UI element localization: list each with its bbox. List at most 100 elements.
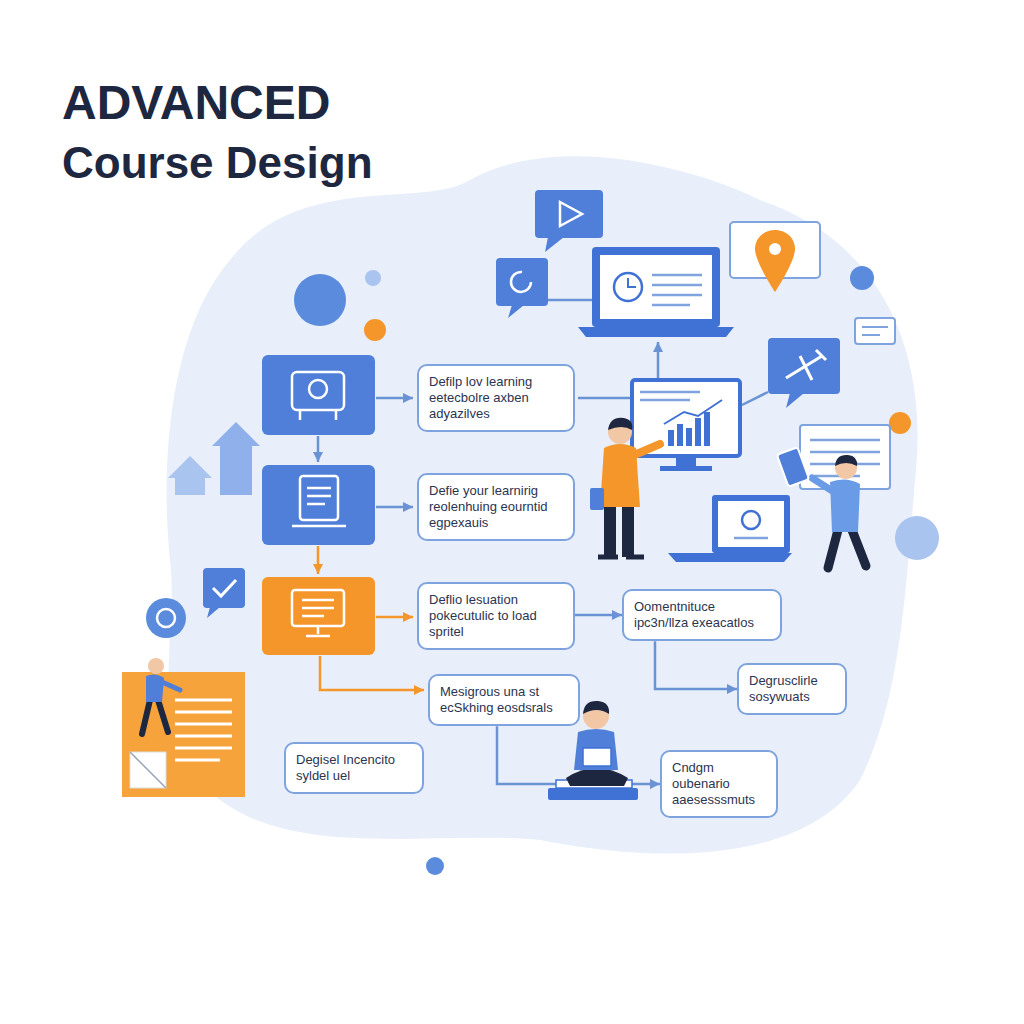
icon-glyph: [300, 410, 336, 420]
step-icon: [262, 577, 375, 655]
monitor-stand: [660, 466, 712, 471]
box-text: Degisel Incencito syldel uel: [296, 752, 412, 785]
person: [604, 505, 616, 557]
location-pin: [769, 243, 781, 255]
icon-glyph: [292, 488, 346, 526]
growth-arrow: [168, 456, 212, 495]
box-text: Oomentnituce ipc3n/llza exeacatlos: [634, 599, 770, 632]
person: [146, 674, 164, 702]
flow-arrow: [317, 546, 320, 574]
tablet: [590, 488, 604, 510]
flow-arrow: [317, 436, 320, 462]
monitor: [632, 380, 740, 456]
bar: [677, 424, 683, 446]
process-box: Defie your learnirig reolenhuing eournti…: [417, 473, 575, 542]
title: ADVANCED: [62, 78, 330, 128]
flow-arrow: [376, 506, 413, 509]
screen-lines: [734, 537, 768, 540]
chat-bubble: [508, 305, 524, 318]
person: [598, 555, 644, 560]
laptop-screen: [718, 501, 784, 547]
subtitle: Course Design: [62, 140, 373, 186]
laptop: [712, 495, 790, 553]
screen-icon: [742, 511, 760, 529]
laptop: [592, 247, 720, 327]
play-icon: [560, 202, 582, 226]
person: [622, 505, 634, 557]
person: [608, 418, 632, 430]
box-text: Defilp lov learning eetecbolre axben ady…: [429, 374, 563, 423]
box-text: Degrusclirle sosywuats: [749, 673, 835, 706]
flow-arrow: [376, 616, 413, 619]
flow-arrow: [376, 397, 413, 400]
growth-arrow: [212, 422, 260, 495]
screen-lines: [652, 275, 702, 305]
chat-bubble: [768, 338, 840, 394]
document-thumb: [130, 752, 166, 788]
open-book: [583, 748, 611, 766]
bar: [686, 428, 692, 446]
icon-glyph: [302, 600, 334, 636]
bar: [695, 418, 701, 446]
location-pin: [755, 230, 795, 292]
screen-lines: [640, 392, 700, 400]
deco-dot: [365, 270, 381, 286]
deco-dot: [850, 266, 874, 290]
person: [835, 455, 857, 466]
person: [830, 479, 860, 532]
icon-glyph: [300, 476, 338, 520]
refresh-icon: [511, 272, 531, 292]
step-icon: [262, 355, 375, 435]
telescope-icon: [786, 350, 826, 380]
document-lines: [175, 700, 232, 760]
clock-icon: [614, 273, 642, 301]
trend-line: [664, 400, 722, 424]
icon-glyph: [292, 372, 344, 410]
step-icon: [262, 465, 375, 545]
process-box: Mesigrous una st ecSkhing eosdsrals: [428, 674, 580, 727]
chat-bubble: [855, 318, 895, 344]
connector: [655, 641, 737, 689]
document-thumb: [130, 752, 166, 788]
deco-dot: [426, 857, 444, 875]
deco-dot: [364, 319, 386, 341]
deco-dot: [294, 274, 346, 326]
bar: [668, 430, 674, 446]
person: [148, 658, 164, 674]
box-text: Deflio lesuation pokecutulic to load spr…: [429, 592, 563, 641]
leader-line: [548, 299, 592, 302]
chat-bubble: [496, 258, 548, 306]
leader-line: [578, 397, 632, 400]
clock-icon: [628, 278, 636, 287]
box-text: Defie your learnirig reolenhuing eournti…: [429, 483, 563, 532]
process-box: Deflio lesuation pokecutulic to load spr…: [417, 582, 575, 651]
person: [566, 768, 628, 786]
person: [142, 700, 168, 734]
box-text: Cndgm oubenario aaesesssmuts: [672, 760, 766, 809]
person: [162, 682, 180, 690]
chat-bubble: [207, 607, 220, 618]
box-text: Mesigrous una st ecSkhing eosdsrals: [440, 684, 568, 717]
process-box: Defilp lov learning eetecbolre axben ady…: [417, 364, 575, 433]
icon-glyph: [309, 380, 327, 398]
person: [632, 444, 660, 456]
chat-bubble: [786, 393, 804, 408]
document-sheet: [122, 672, 245, 797]
laptop-screen: [600, 255, 712, 319]
person: [812, 478, 834, 492]
flow-arrow: [657, 342, 660, 380]
deco-dot: [889, 412, 911, 434]
chat-bubble: [203, 568, 245, 608]
deco-dot: [895, 516, 939, 560]
check-icon: [213, 580, 236, 596]
chat-bubble: [535, 190, 603, 238]
chat-lines: [862, 327, 888, 335]
leader-line: [742, 392, 768, 405]
book-stack: [548, 788, 638, 800]
chat-bubble: [146, 598, 186, 638]
chat-bubble: [545, 237, 564, 252]
person: [828, 530, 866, 568]
process-box: Oomentnituce ipc3n/llza exeacatlos: [622, 589, 782, 642]
person: [583, 701, 609, 714]
